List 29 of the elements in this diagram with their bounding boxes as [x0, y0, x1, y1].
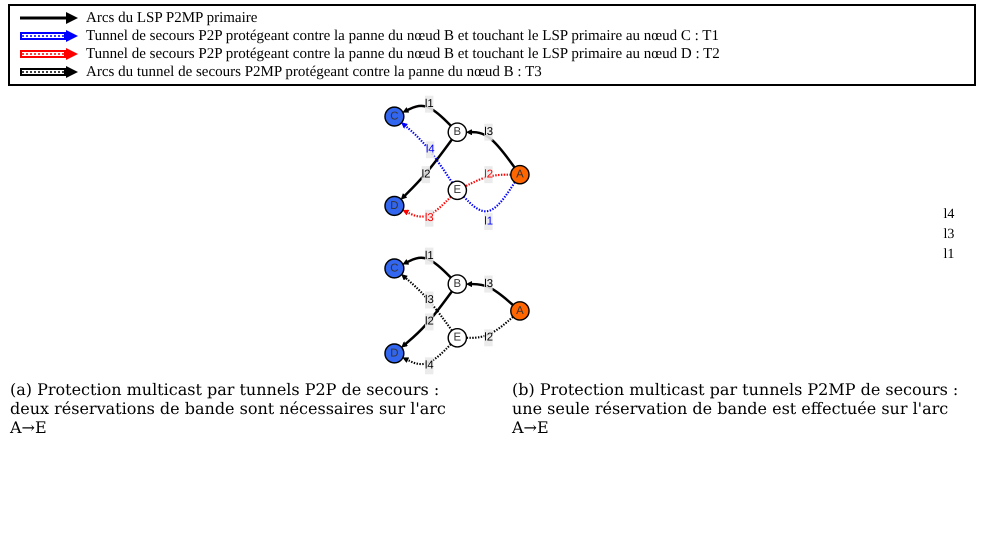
node-circle: C	[384, 258, 405, 279]
arrow	[401, 290, 453, 348]
arrow	[466, 280, 514, 306]
legend-text: Tunnel de secours P2P protégeant contre la panne du nœud B et touchant le LSP primaire au nœud D : T2	[86, 45, 720, 63]
figure-caption: (a) Protection multicast par tunnels P2P de secours : deux réservations de bande sont nécessaires sur l'arc A→E	[10, 380, 447, 437]
node-circle: B	[448, 122, 468, 142]
node-circle: D	[384, 343, 405, 364]
figure-caption: (b) Protection multicast par tunnels P2MP de secours : une seule réservation de bande est effectuée sur l'arc A→E	[512, 380, 960, 437]
arrow	[401, 122, 454, 184]
legend-text: Tunnel de secours P2P protégeant contre la panne du nœud B et touchant le LSP primaire au nœud C : T1	[86, 27, 719, 45]
arrow	[401, 274, 453, 332]
arrow	[402, 196, 452, 218]
link-label: l4	[942, 207, 956, 223]
node-circle: D	[384, 196, 405, 216]
arrow	[466, 129, 516, 168]
legend-text: Arcs du LSP P2MP primaire	[86, 9, 258, 27]
node-circle: E	[448, 180, 468, 200]
arrow	[402, 344, 452, 366]
link-label: l3	[942, 227, 956, 243]
arrow	[402, 104, 452, 127]
link-label: l1	[942, 247, 956, 263]
arrow	[402, 256, 452, 278]
legend-text: Arcs du tunnel de secours P2MP protégeant contre la panne du nœud B : T3	[86, 63, 542, 81]
node-circle: E	[448, 328, 468, 348]
node-circle: B	[448, 274, 468, 294]
node-circle: A	[510, 164, 530, 185]
arrow	[400, 138, 453, 200]
node-circle: C	[384, 106, 405, 127]
node-circle: A	[510, 301, 530, 321]
